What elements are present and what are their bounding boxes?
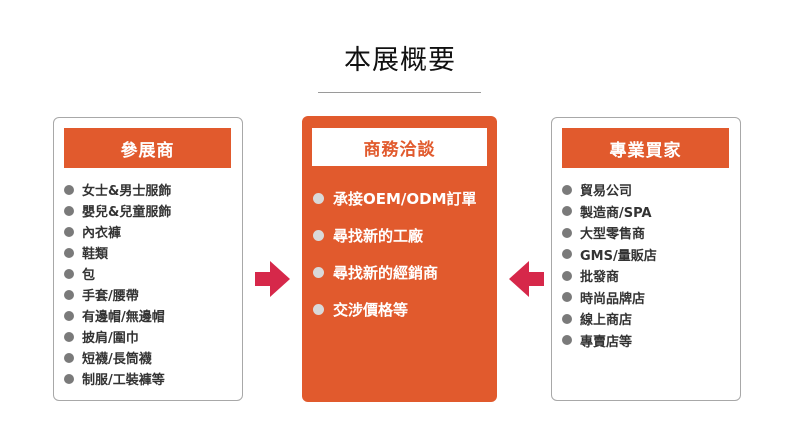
bullet-icon xyxy=(64,184,74,195)
bullet-icon xyxy=(313,230,324,241)
list-item: 批發商 xyxy=(562,265,657,287)
list-item-label: 大型零售商 xyxy=(580,227,646,243)
list-item: 尋找新的工廠 xyxy=(313,217,477,254)
bullet-icon xyxy=(64,373,74,384)
list-item: 包 xyxy=(64,263,171,284)
arrow-right-icon xyxy=(255,261,290,297)
list-item: 短襪/長筒襪 xyxy=(64,347,171,368)
business-list: 承接OEM/ODM訂單 尋找新的工廠 尋找新的經銷商 交涉價格等 xyxy=(313,180,477,328)
list-item-label: 嬰兒&兒童服飾 xyxy=(82,205,172,220)
bullet-icon xyxy=(64,226,74,237)
bullet-icon xyxy=(313,193,324,204)
buyers-header: 專業買家 xyxy=(562,128,729,168)
list-item-label: 交涉價格等 xyxy=(333,301,409,319)
list-item: 女士&男士服飾 xyxy=(64,179,171,200)
bullet-icon xyxy=(562,227,572,238)
list-item-label: 尋找新的工廠 xyxy=(333,227,424,245)
list-item: 承接OEM/ODM訂單 xyxy=(313,180,477,217)
arrow-left-icon xyxy=(509,261,544,297)
list-item-label: 短襪/長筒襪 xyxy=(82,352,152,367)
list-item-label: 手套/腰帶 xyxy=(82,289,139,304)
bullet-icon xyxy=(562,206,572,217)
bullet-icon xyxy=(562,335,572,346)
list-item: 大型零售商 xyxy=(562,222,657,244)
list-item: 鞋類 xyxy=(64,242,171,263)
list-item-label: 貿易公司 xyxy=(580,184,633,200)
bullet-icon xyxy=(64,331,74,342)
business-box: 商務洽談 承接OEM/ODM訂單 尋找新的工廠 尋找新的經銷商 交涉價格等 xyxy=(302,116,497,402)
list-item: 時尚品牌店 xyxy=(562,287,657,309)
bullet-icon xyxy=(64,289,74,300)
list-item-label: 專賣店等 xyxy=(580,334,633,350)
bullet-icon xyxy=(562,184,572,195)
list-item: 專賣店等 xyxy=(562,330,657,352)
list-item-label: 時尚品牌店 xyxy=(580,291,646,307)
list-item: 交涉價格等 xyxy=(313,291,477,328)
list-item-label: GMS/量販店 xyxy=(580,248,657,264)
list-item-label: 披肩/圍巾 xyxy=(82,331,139,346)
title-divider xyxy=(318,92,481,93)
list-item: 內衣褲 xyxy=(64,221,171,242)
exhibitors-box: 參展商 女士&男士服飾 嬰兒&兒童服飾 內衣褲 鞋類 包 手套/腰帶 有邊帽/無… xyxy=(53,117,243,401)
bullet-icon xyxy=(562,270,572,281)
bullet-icon xyxy=(64,352,74,363)
list-item: 制服/工裝褲等 xyxy=(64,368,171,389)
bullet-icon xyxy=(562,292,572,303)
bullet-icon xyxy=(562,249,572,260)
list-item: 線上商店 xyxy=(562,308,657,330)
bullet-icon xyxy=(64,310,74,321)
exhibitors-list: 女士&男士服飾 嬰兒&兒童服飾 內衣褲 鞋類 包 手套/腰帶 有邊帽/無邊帽 披… xyxy=(64,179,171,389)
list-item: 嬰兒&兒童服飾 xyxy=(64,200,171,221)
bullet-icon xyxy=(313,304,324,315)
buyers-list: 貿易公司 製造商/SPA 大型零售商 GMS/量販店 批發商 時尚品牌店 線上商… xyxy=(562,179,657,351)
page-title: 本展概要 xyxy=(344,45,456,76)
list-item-label: 製造商/SPA xyxy=(580,205,652,221)
bullet-icon xyxy=(64,247,74,258)
bullet-icon xyxy=(562,313,572,324)
list-item-label: 內衣褲 xyxy=(82,226,122,241)
list-item-label: 線上商店 xyxy=(580,313,633,329)
list-item-label: 尋找新的經銷商 xyxy=(333,264,439,282)
list-item: 手套/腰帶 xyxy=(64,284,171,305)
list-item-label: 批發商 xyxy=(580,270,620,286)
list-item: 貿易公司 xyxy=(562,179,657,201)
list-item-label: 包 xyxy=(82,268,96,283)
list-item: 尋找新的經銷商 xyxy=(313,254,477,291)
list-item-label: 女士&男士服飾 xyxy=(82,184,172,199)
business-header: 商務洽談 xyxy=(312,128,487,166)
buyers-box: 專業買家 貿易公司 製造商/SPA 大型零售商 GMS/量販店 批發商 時尚品牌… xyxy=(551,117,741,401)
list-item: 披肩/圍巾 xyxy=(64,326,171,347)
list-item: 製造商/SPA xyxy=(562,201,657,223)
list-item: GMS/量販店 xyxy=(562,244,657,266)
list-item-label: 制服/工裝褲等 xyxy=(82,373,165,388)
bullet-icon xyxy=(64,268,74,279)
bullet-icon xyxy=(313,267,324,278)
list-item-label: 承接OEM/ODM訂單 xyxy=(333,190,477,208)
bullet-icon xyxy=(64,205,74,216)
list-item: 有邊帽/無邊帽 xyxy=(64,305,171,326)
exhibitors-header: 參展商 xyxy=(64,128,231,168)
list-item-label: 有邊帽/無邊帽 xyxy=(82,310,165,325)
list-item-label: 鞋類 xyxy=(82,247,109,262)
